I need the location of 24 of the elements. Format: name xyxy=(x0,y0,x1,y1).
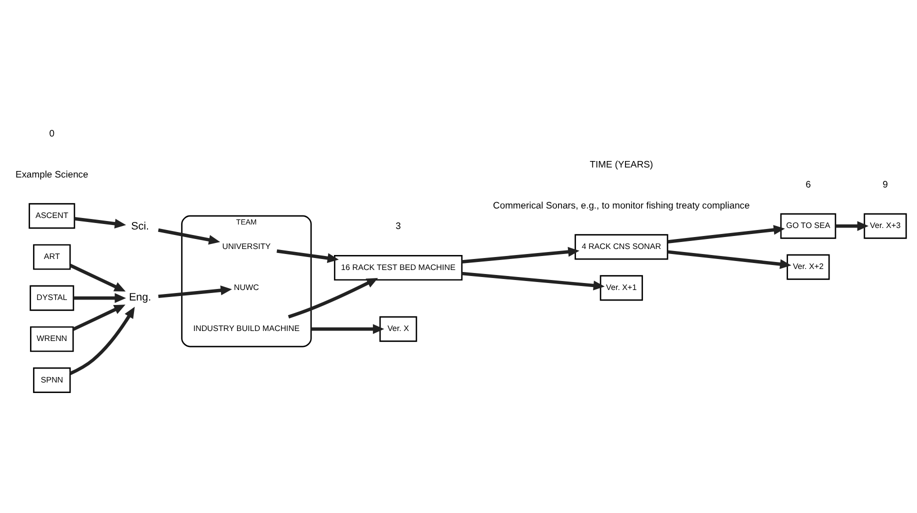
arrow xyxy=(74,216,126,228)
arrow xyxy=(74,292,126,302)
arrow xyxy=(69,306,135,375)
arrow xyxy=(311,324,384,334)
arrow xyxy=(276,248,339,262)
label: Commerical Sonars, e.g., to monitor fishing treaty compliance xyxy=(493,198,750,210)
arrow xyxy=(462,246,580,264)
arrow xyxy=(668,250,792,269)
arrow xyxy=(69,263,126,292)
label: Example Science xyxy=(16,168,88,179)
arrow xyxy=(836,220,869,230)
arrow xyxy=(158,284,232,298)
arrow xyxy=(288,278,378,318)
arrow xyxy=(462,271,605,290)
arrow xyxy=(158,228,220,244)
label: 9 xyxy=(882,178,888,189)
node-text: Sci. xyxy=(131,220,150,232)
label: TIME (YEARS) xyxy=(590,158,654,169)
label: 6 xyxy=(806,178,811,189)
label: 0 xyxy=(49,126,55,138)
arrow xyxy=(668,224,785,243)
node-text: Eng. xyxy=(129,291,152,304)
arrow xyxy=(72,304,126,330)
label: 3 xyxy=(396,220,401,231)
